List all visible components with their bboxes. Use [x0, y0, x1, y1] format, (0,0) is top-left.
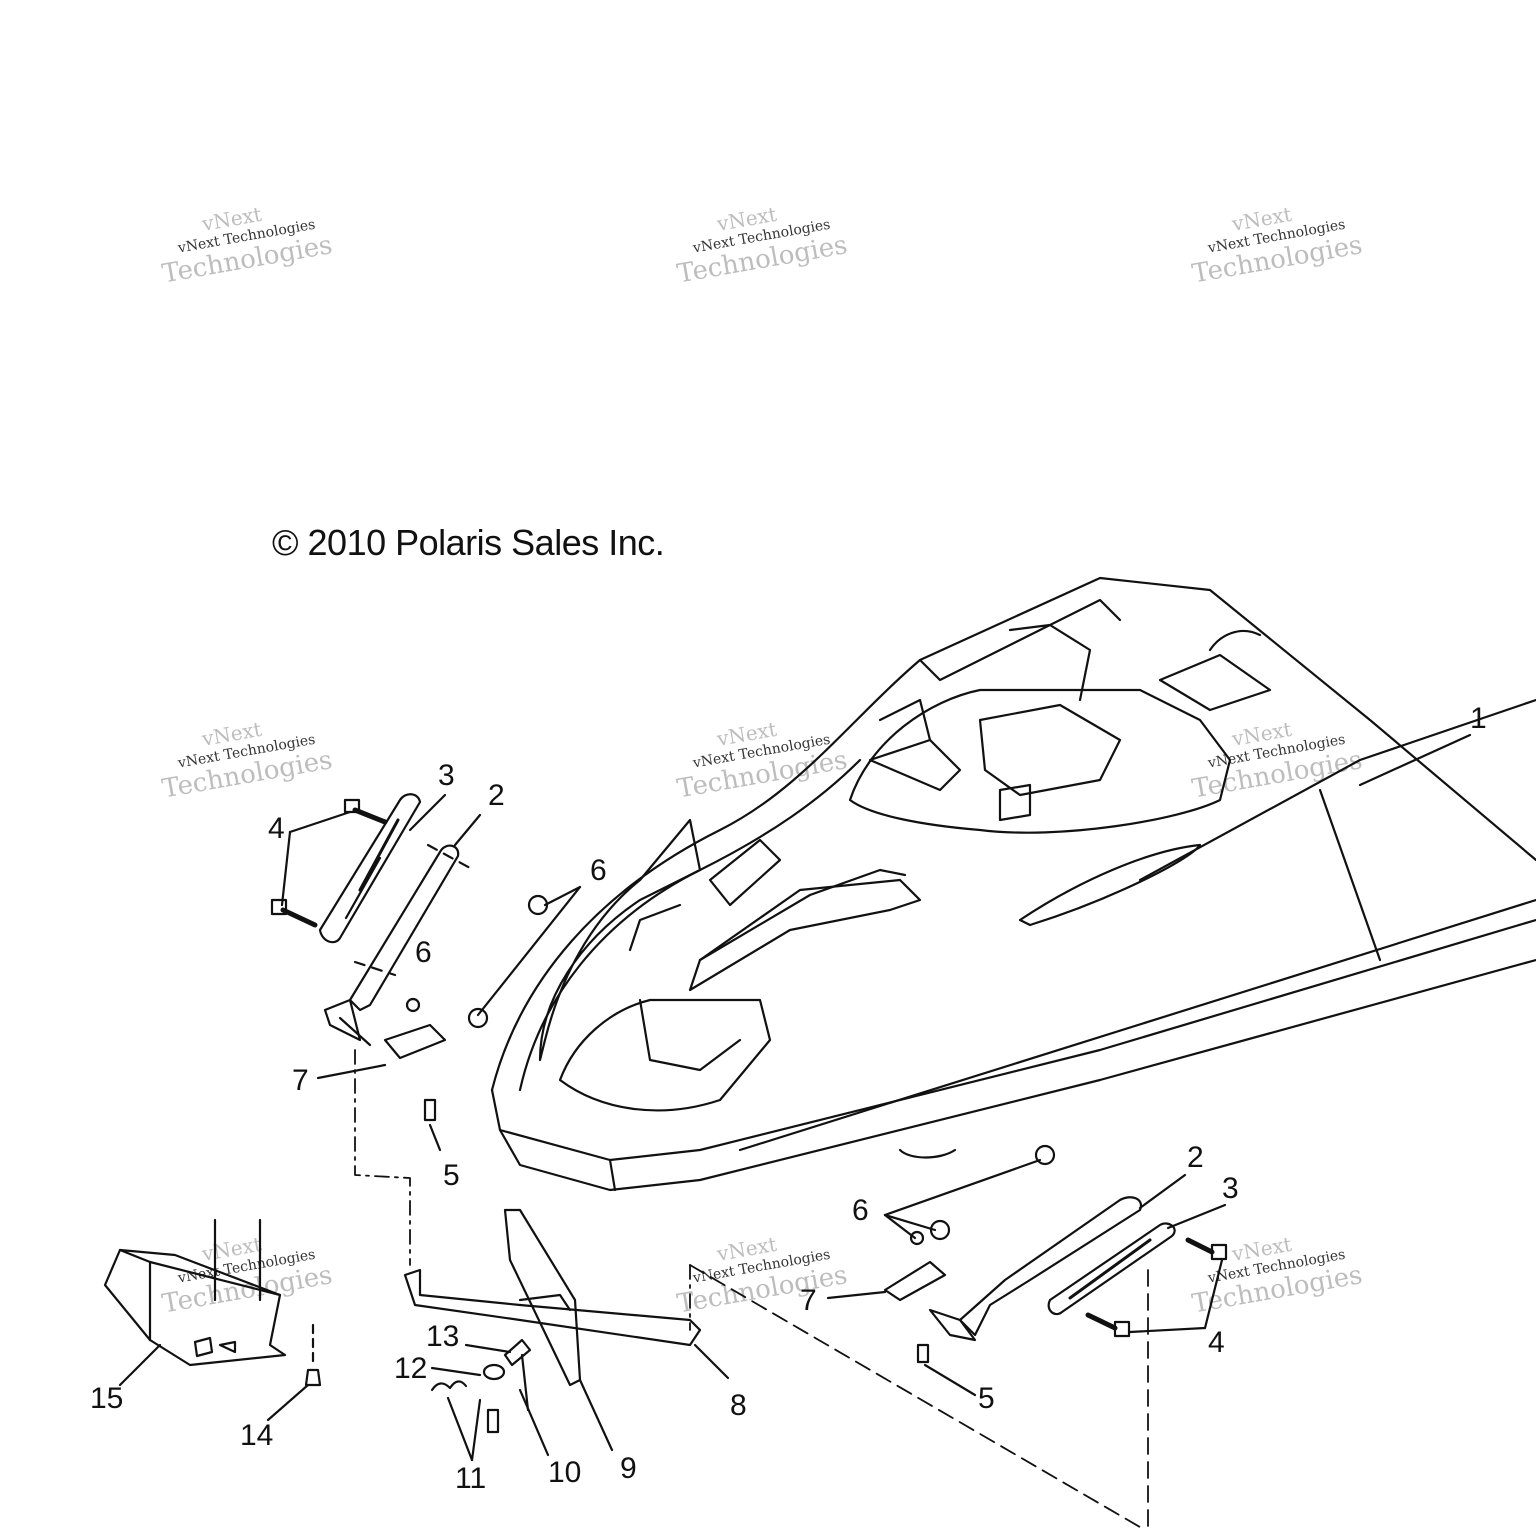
right-hinge-arm	[928, 1196, 1143, 1342]
callout-6-upper: 6	[590, 854, 607, 887]
callout-13: 13	[426, 1320, 459, 1353]
right-bolt-upper	[1185, 1237, 1228, 1261]
left-nut-small	[405, 997, 421, 1013]
latch-hook	[503, 1338, 532, 1367]
leader-line	[1358, 733, 1472, 787]
callout-6-right: 6	[852, 1194, 869, 1227]
bumper-screw	[304, 1323, 322, 1387]
right-nut-upper	[1034, 1144, 1056, 1166]
left-nut-large	[467, 1007, 489, 1029]
callout-15: 15	[90, 1382, 123, 1415]
right-hinge-plate	[1047, 1222, 1176, 1316]
callout-4-left: 4	[268, 812, 285, 845]
right-nut-middle	[929, 1219, 951, 1241]
callout-10: 10	[548, 1456, 581, 1489]
callout-11: 11	[455, 1462, 486, 1495]
callout-3-right: 3	[1222, 1172, 1239, 1205]
callout-4-right: 4	[1208, 1326, 1225, 1359]
callout-2-left: 2	[488, 779, 505, 812]
callout-1: 1	[1470, 702, 1487, 735]
callout-9: 9	[620, 1452, 637, 1485]
callout-7-right: 7	[800, 1284, 817, 1317]
callout-5-left: 5	[443, 1159, 460, 1192]
callout-7-left: 7	[292, 1064, 309, 1097]
hood-panel	[490, 576, 1536, 1192]
copyright-text: © 2010 Polaris Sales Inc.	[272, 522, 665, 563]
right-latch-clip	[883, 1260, 947, 1302]
left-hinge-arm	[323, 843, 472, 1047]
left-hinge-plate	[318, 793, 422, 944]
callout-5-right: 5	[978, 1382, 995, 1415]
right-bolt-lower	[1085, 1312, 1131, 1338]
front-bumper-trim	[103, 1218, 287, 1367]
left-screw	[423, 1098, 437, 1122]
callout-2-right: 2	[1187, 1141, 1204, 1174]
callout-3-left: 3	[438, 759, 455, 792]
callout-14: 14	[240, 1419, 273, 1452]
callout-8: 8	[730, 1389, 747, 1422]
latch-washer	[482, 1363, 506, 1381]
right-nut-lower	[909, 1230, 925, 1246]
latch-pin	[520, 1353, 530, 1412]
callout-12: 12	[394, 1352, 427, 1385]
left-bolt-lower	[270, 898, 318, 928]
left-latch-clip	[383, 1023, 447, 1060]
right-screw	[916, 1343, 930, 1364]
left-bolt-upper	[343, 798, 388, 825]
callout-6-left: 6	[415, 936, 432, 969]
latch-spring	[430, 1380, 500, 1434]
